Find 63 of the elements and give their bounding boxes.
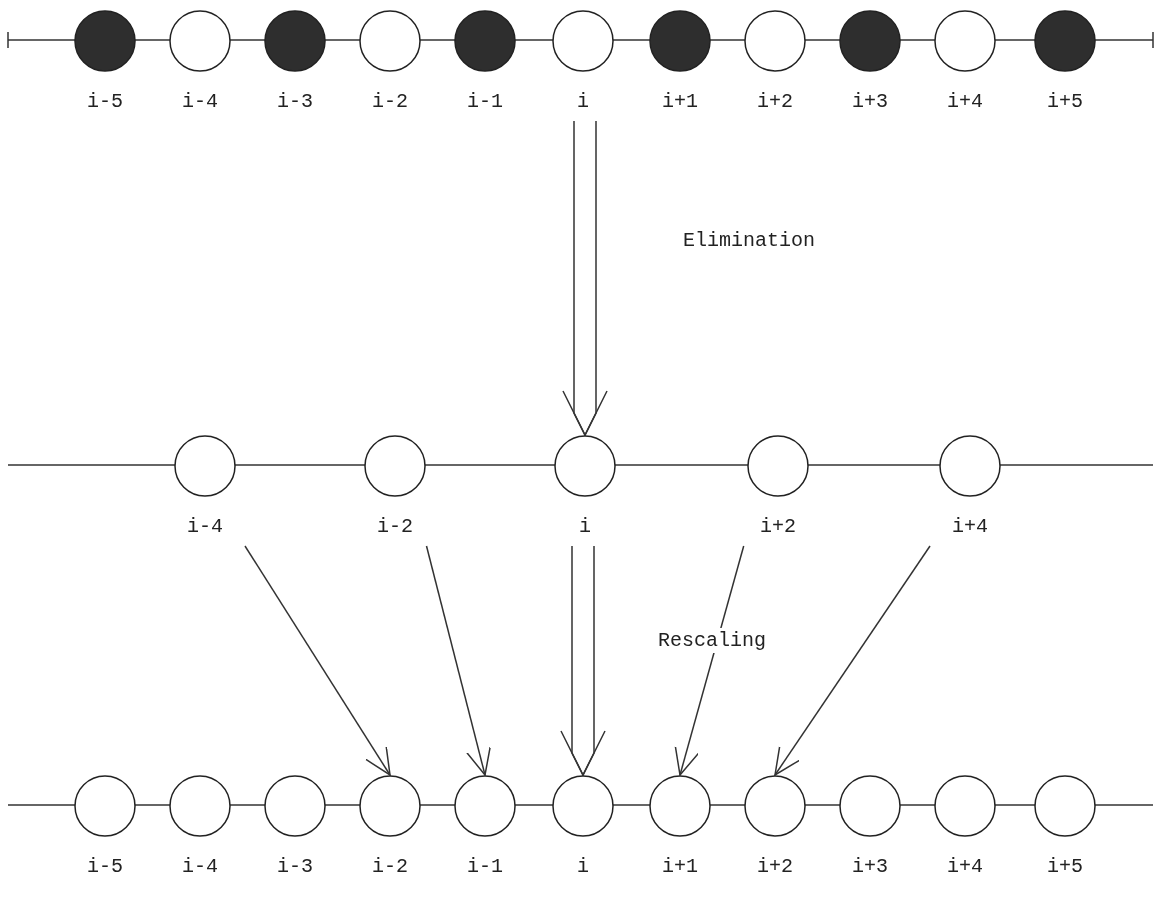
chain-link-line: [804, 39, 841, 41]
node-label: i: [579, 515, 591, 538]
chain-link-line: [614, 464, 749, 466]
chain-link-line: [229, 804, 266, 806]
node-label: i+1: [662, 90, 698, 113]
node-label: i-4: [187, 515, 223, 538]
node-label: i+5: [1047, 855, 1083, 878]
node-label: i+3: [852, 90, 888, 113]
chain-link-line: [612, 39, 651, 41]
chain-link-line: [514, 804, 554, 806]
line-stub: [1094, 31, 1154, 49]
chain-link-line: [134, 39, 171, 41]
node-label: i+1: [662, 855, 698, 878]
chain-link-line: [804, 804, 841, 806]
chain-link-line: [419, 39, 456, 41]
line-stub: [7, 31, 76, 49]
node-label: i+2: [760, 515, 796, 538]
chain-link-line: [612, 804, 651, 806]
double-arrow: [560, 545, 606, 777]
chain-link-line: [899, 39, 936, 41]
chain-link-line: [229, 39, 266, 41]
node-label: i-4: [182, 90, 218, 113]
node-label: i-2: [372, 90, 408, 113]
node-label: i: [577, 855, 589, 878]
chain-link-line: [424, 464, 556, 466]
chain-link-line: [807, 464, 941, 466]
node-label: i+2: [757, 855, 793, 878]
node-label: i-2: [377, 515, 413, 538]
chain-link-line: [994, 39, 1036, 41]
node-label: i-1: [467, 90, 503, 113]
line-stub: [1094, 804, 1154, 806]
chain-link-line: [709, 39, 746, 41]
chain-link-line: [899, 804, 936, 806]
node-label: i-5: [87, 90, 123, 113]
arrow: [244, 545, 391, 776]
node-label: i+2: [757, 90, 793, 113]
node-label: i+5: [1047, 90, 1083, 113]
arrow: [425, 545, 491, 776]
node-label: i-5: [87, 855, 123, 878]
chain-link-line: [134, 804, 171, 806]
node-label: i-4: [182, 855, 218, 878]
line-stub: [7, 464, 176, 466]
node-label: i-3: [277, 90, 313, 113]
node-label: i-1: [467, 855, 503, 878]
chain-link-line: [234, 464, 366, 466]
double-arrow: [562, 120, 608, 437]
chain-link-line: [324, 39, 361, 41]
chain-link-line: [709, 804, 746, 806]
chain-link-line: [514, 39, 554, 41]
arrow: [774, 545, 931, 776]
node-label: i+3: [852, 855, 888, 878]
node-label: i+4: [947, 855, 983, 878]
arrow: [674, 545, 745, 776]
node-label: i: [577, 90, 589, 113]
line-stub: [7, 804, 76, 806]
chain-link-line: [419, 804, 456, 806]
node-label: i+4: [952, 515, 988, 538]
node-label: i+4: [947, 90, 983, 113]
line-stub: [999, 464, 1154, 466]
node-label: i-2: [372, 855, 408, 878]
node-label: i-3: [277, 855, 313, 878]
chain-link-line: [994, 804, 1036, 806]
chain-link-line: [324, 804, 361, 806]
